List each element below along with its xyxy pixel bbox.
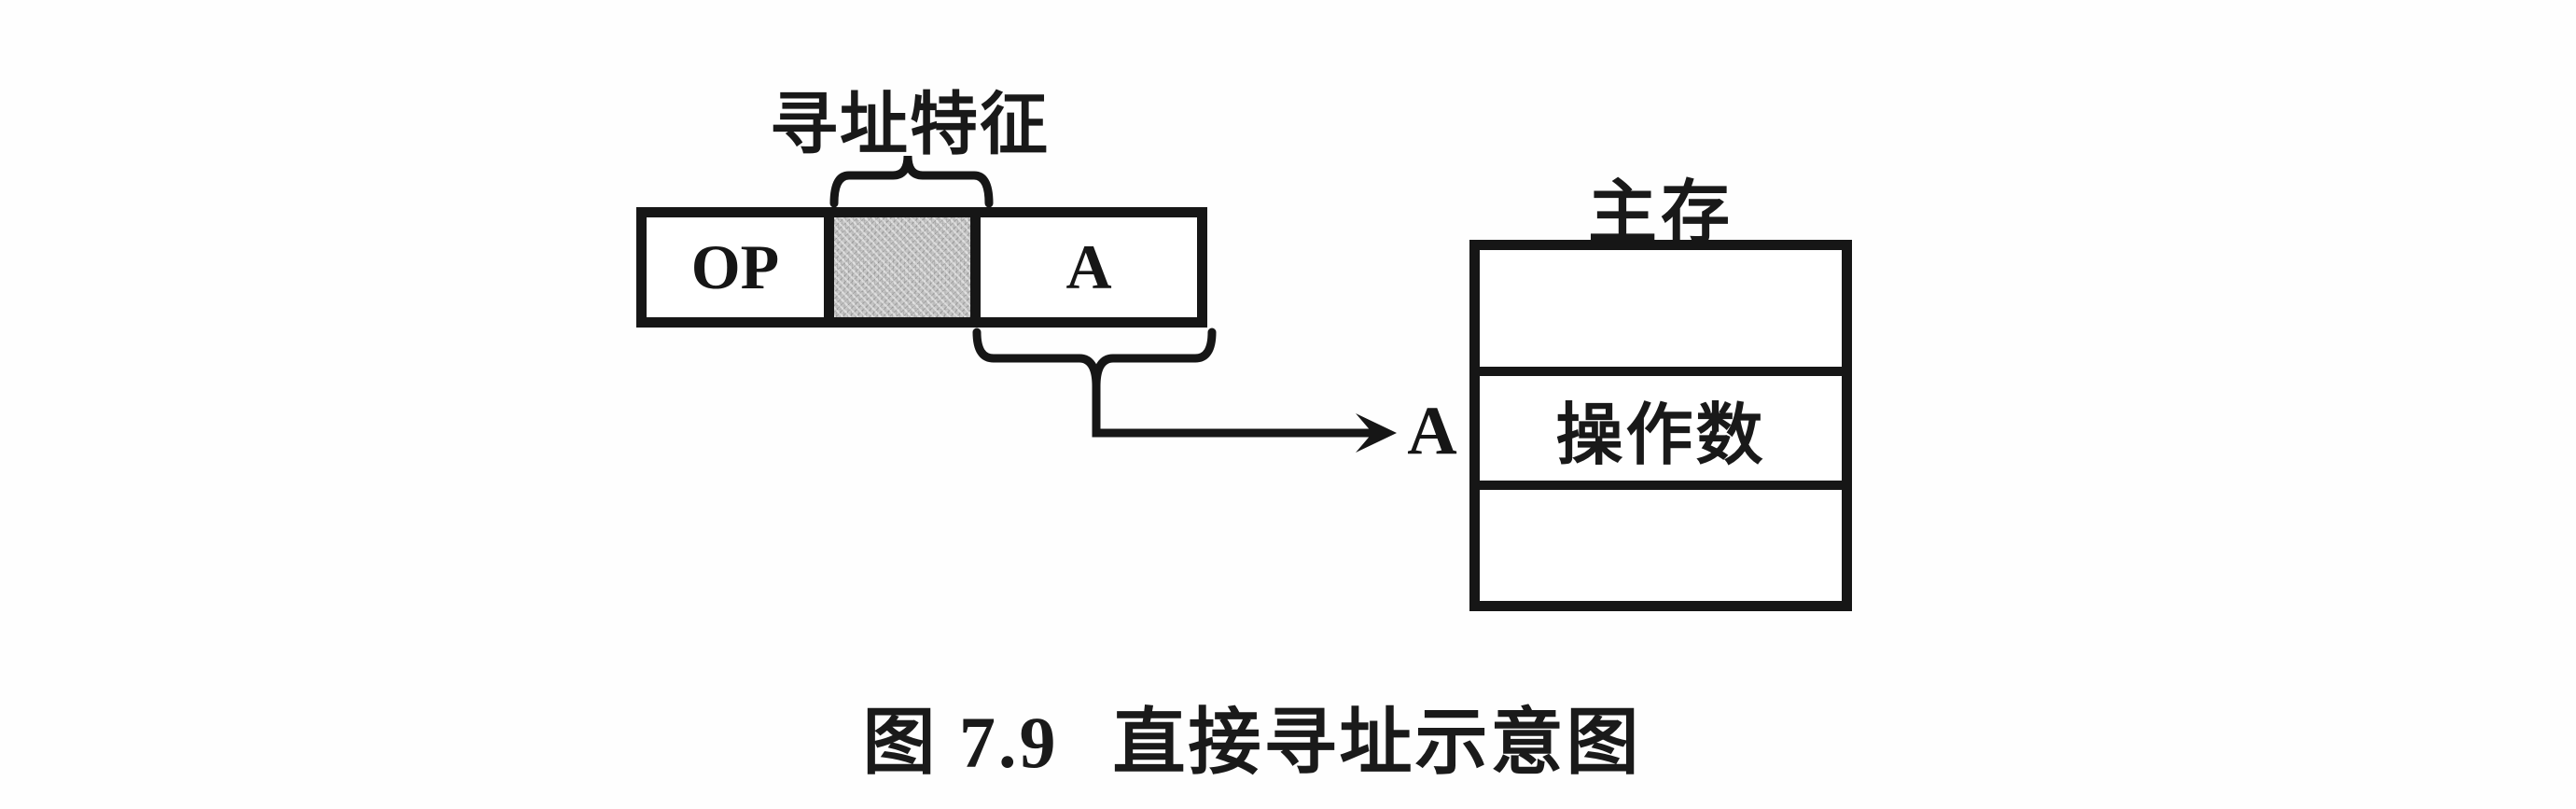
instruction-word-box: OP A bbox=[636, 207, 1207, 328]
operand-cell-label: 操作数 bbox=[1555, 398, 1766, 473]
caption-title: 直接寻址示意图 bbox=[1112, 702, 1642, 783]
addressing-feature-label: 寻址特征 bbox=[770, 87, 1050, 162]
op-field-label: OP bbox=[690, 231, 780, 302]
memory-row bbox=[1480, 250, 1842, 367]
memory-row bbox=[1480, 490, 1842, 601]
op-field: OP bbox=[647, 217, 824, 317]
address-field: A bbox=[981, 217, 1197, 317]
row-divider bbox=[1480, 367, 1842, 376]
figure-caption: 图 7.9 直接寻址示意图 bbox=[862, 684, 1641, 788]
field-divider bbox=[824, 217, 834, 317]
arrowhead-icon bbox=[1356, 413, 1397, 453]
field-divider bbox=[970, 217, 981, 317]
memory-address-label: A bbox=[1407, 393, 1457, 469]
address-field-label: A bbox=[1065, 231, 1112, 302]
address-arrow bbox=[1092, 381, 1397, 453]
addressing-mode-field-shaded bbox=[834, 217, 970, 317]
row-divider bbox=[1480, 481, 1842, 490]
memory-row-operand: 操作数 bbox=[1480, 376, 1842, 481]
main-memory-table: 操作数 bbox=[1469, 240, 1852, 611]
addressing-feature-brace-icon bbox=[829, 155, 994, 208]
caption-number: 图 7.9 bbox=[862, 702, 1059, 783]
main-memory-title: 主存 bbox=[1588, 175, 1734, 252]
